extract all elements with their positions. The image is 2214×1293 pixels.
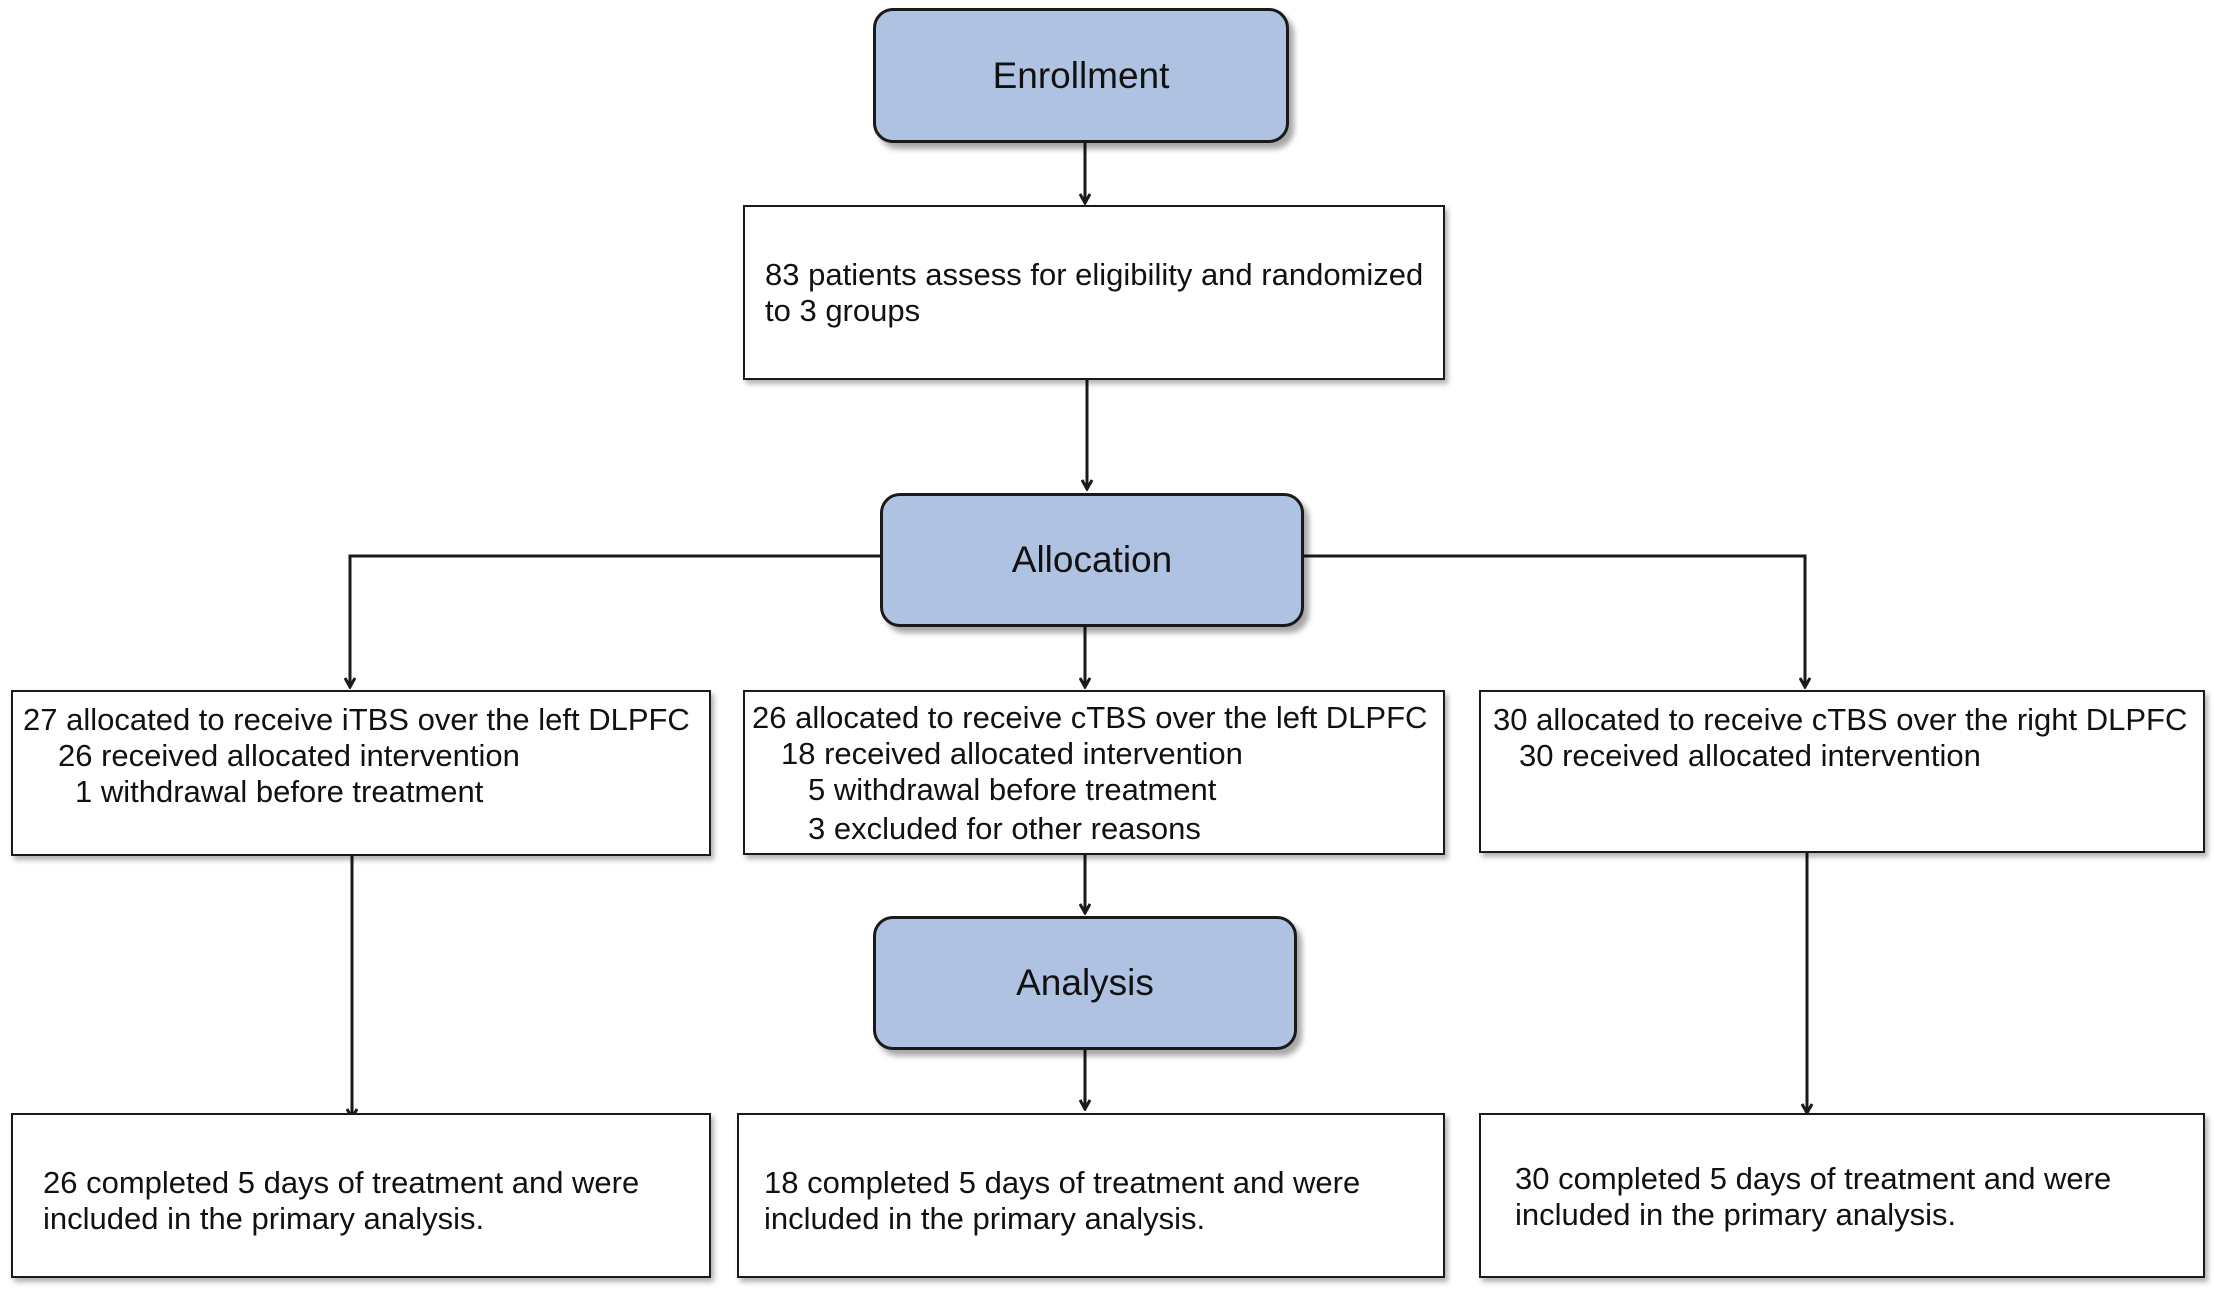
outcome-line-2: included in the primary analysis. <box>1515 1197 1957 1232</box>
group-received: 18 received allocated intervention <box>781 736 1243 771</box>
outcome-box-right: 30 completed 5 days of treatment and wer… <box>1479 1113 2205 1278</box>
group-excluded: 3 excluded for other reasons <box>808 811 1201 846</box>
outcome-box-left: 26 completed 5 days of treatment and wer… <box>11 1113 711 1278</box>
group-title: 26 allocated to receive cTBS over the le… <box>752 700 1428 735</box>
outcome-line-2: included in the primary analysis. <box>764 1201 1206 1236</box>
group-box-left: 27 allocated to receive iTBS over the le… <box>11 690 711 856</box>
group-title: 27 allocated to receive iTBS over the le… <box>23 702 690 737</box>
group-received: 26 received allocated intervention <box>58 738 520 773</box>
arrow-allocation-to-right-group <box>1304 554 1805 687</box>
group-withdrawal: 5 withdrawal before treatment <box>808 772 1217 807</box>
outcome-line-2: included in the primary analysis. <box>43 1201 485 1236</box>
enrollment-stage: Enrollment <box>873 8 1289 143</box>
enrollment-label: Enrollment <box>992 54 1170 96</box>
analysis-label: Analysis <box>1016 962 1154 1003</box>
outcome-line-1: 18 completed 5 days of treatment and wer… <box>764 1165 1361 1200</box>
eligibility-box: 83 patients assess for eligibility and r… <box>743 205 1445 380</box>
outcome-line-1: 26 completed 5 days of treatment and wer… <box>43 1165 640 1200</box>
eligibility-line-2: to 3 groups <box>765 293 921 328</box>
group-title: 30 allocated to receive cTBS over the ri… <box>1493 702 2188 737</box>
arrow-allocation-to-left-group <box>350 554 880 687</box>
group-received: 30 received allocated intervention <box>1519 738 1981 773</box>
analysis-stage: Analysis <box>873 916 1297 1050</box>
group-withdrawal: 1 withdrawal before treatment <box>75 774 484 809</box>
outcome-line-1: 30 completed 5 days of treatment and wer… <box>1515 1161 2112 1196</box>
allocation-stage: Allocation <box>880 493 1304 627</box>
group-box-right: 30 allocated to receive cTBS over the ri… <box>1479 690 2205 853</box>
outcome-box-middle: 18 completed 5 days of treatment and wer… <box>737 1113 1445 1278</box>
allocation-label: Allocation <box>1011 539 1173 580</box>
group-box-middle: 26 allocated to receive cTBS over the le… <box>743 690 1445 855</box>
eligibility-line-1: 83 patients assess for eligibility and r… <box>765 257 1424 292</box>
